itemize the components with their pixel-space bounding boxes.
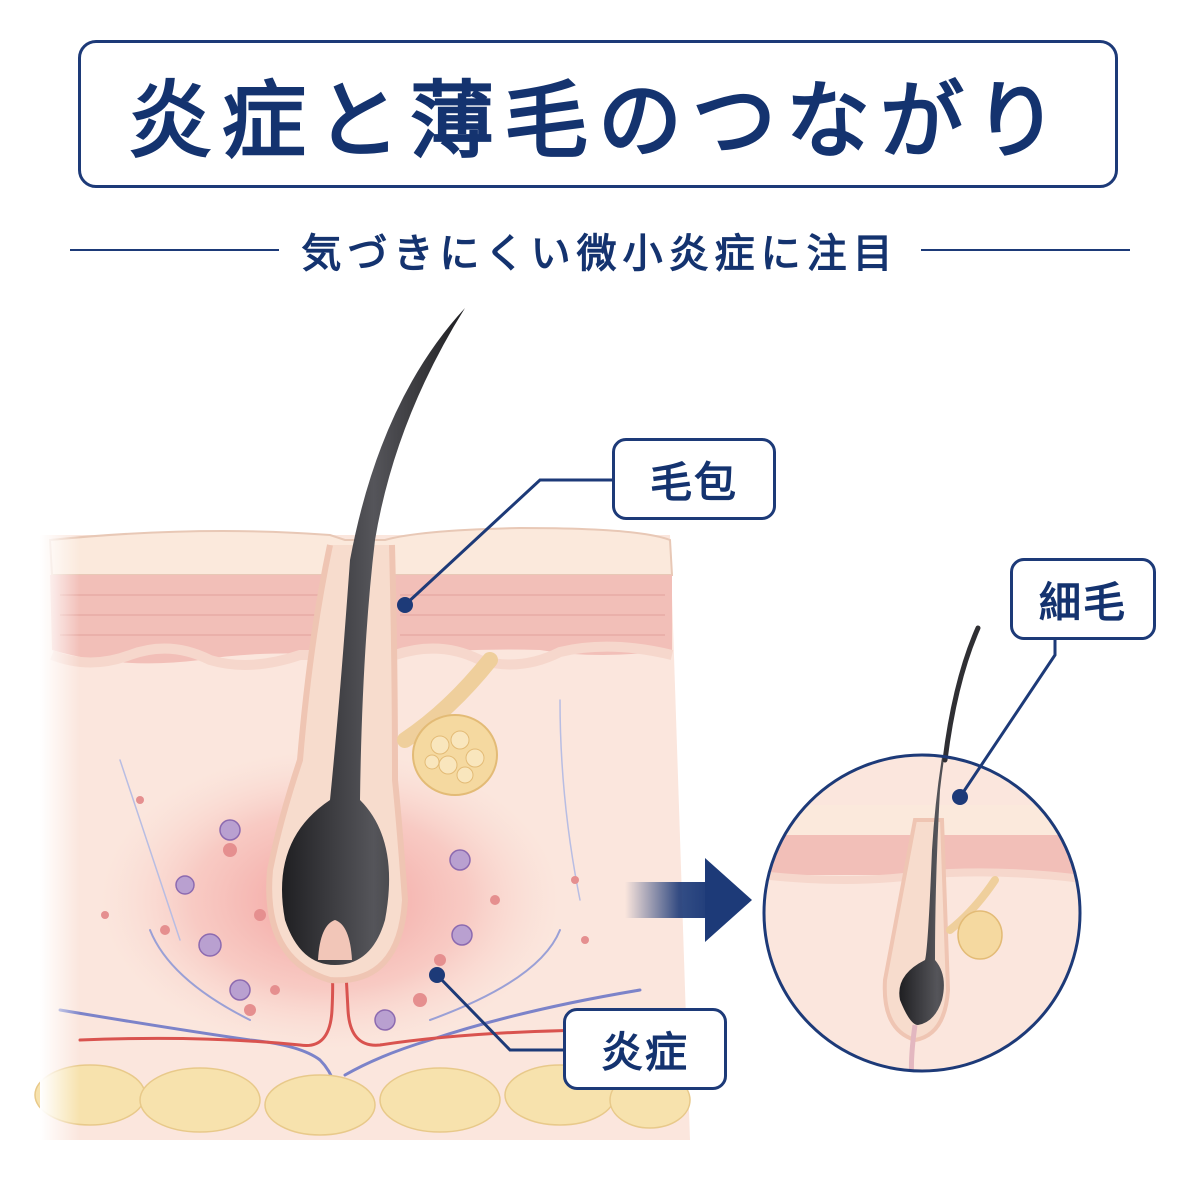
label-inflammation: 炎症 — [563, 1008, 727, 1090]
pointer-dot-icon — [397, 597, 413, 613]
label-thin-hair: 細毛 — [1010, 558, 1156, 640]
dermal-papilla — [318, 920, 352, 960]
label-inflammation-text: 炎症 — [600, 1027, 689, 1077]
thin-hair-shaft — [899, 755, 975, 1025]
subtitle: 気づきにくい微小炎症に注目 — [301, 231, 899, 277]
dermal-junction — [50, 641, 674, 670]
sebaceous-gland — [397, 652, 498, 796]
inflammation-particles — [101, 796, 589, 1031]
leader-follicle — [403, 478, 612, 607]
label-follicle: 毛包 — [612, 438, 776, 520]
page-title: 炎症と薄毛のつながり — [127, 71, 1068, 170]
title-box: 炎症と薄毛のつながり — [78, 40, 1118, 188]
leader-thin-hair — [958, 640, 1057, 798]
pointer-dot-icon — [952, 789, 968, 805]
arrow-right-icon — [625, 858, 752, 942]
skin-section — [34, 308, 691, 1150]
subtitle-left-rule — [70, 249, 280, 251]
label-follicle-text: 毛包 — [649, 457, 738, 507]
pointer-dot-icon — [429, 967, 445, 983]
leader-lines — [403, 478, 1057, 1052]
hair-shaft — [282, 308, 465, 965]
epidermis-layer — [50, 575, 345, 664]
leader-inflammation — [435, 973, 565, 1052]
thin-hair-circle — [762, 625, 1082, 1073]
label-thin-hair-text: 細毛 — [1038, 577, 1127, 627]
subtitle-right-rule — [920, 249, 1131, 251]
subtitle-row: 気づきにくい微小炎症に注目 — [70, 222, 1131, 278]
